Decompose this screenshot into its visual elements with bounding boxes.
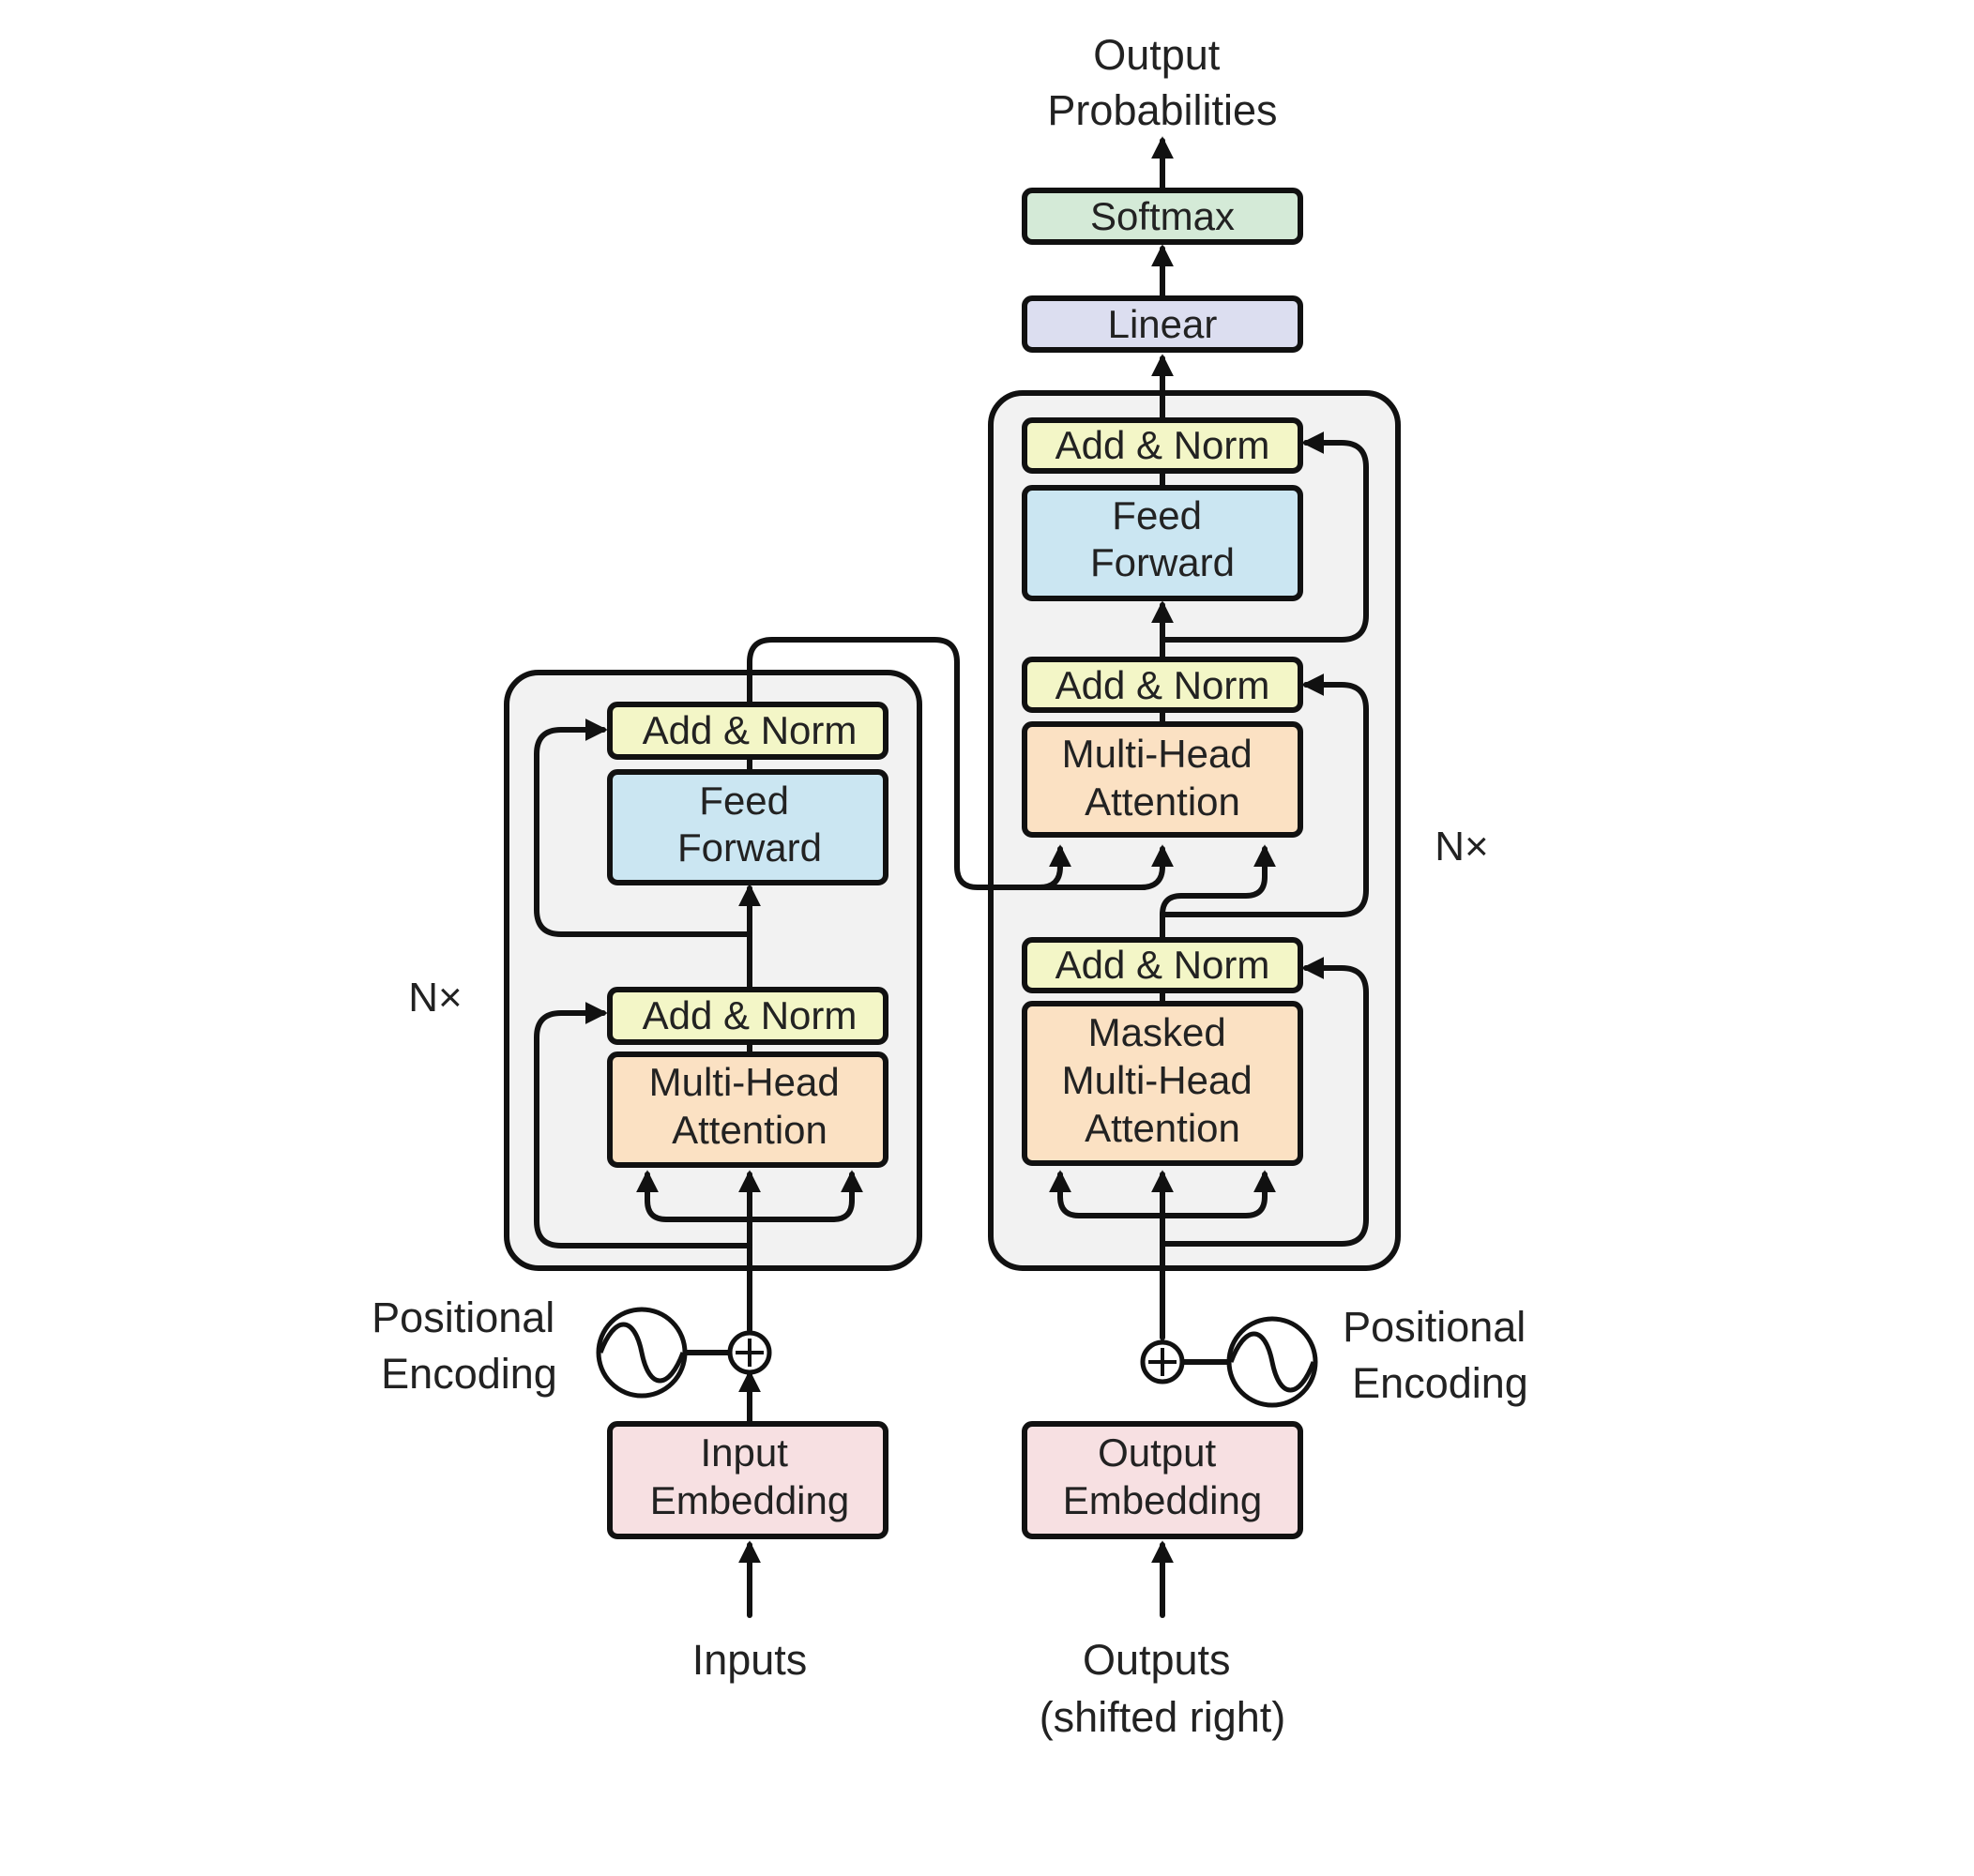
- input-embedding-label: Input Embedding: [650, 1430, 849, 1522]
- decoder-masked-attention-block: [1022, 1001, 1303, 1166]
- encoder-feed-forward-label: Feed Forward: [677, 779, 822, 870]
- positional-encoding-right-label: Positional Encoding: [1343, 1303, 1538, 1407]
- sum-icon-left: [727, 1330, 772, 1375]
- decoder-add-norm-top-block: [1022, 417, 1303, 474]
- outputs-label: Outputs (shifted right): [1040, 1636, 1286, 1741]
- encoder-add-norm-top-label: Add & Norm: [643, 708, 858, 752]
- softmax-block: [1022, 188, 1303, 245]
- softmax-label: Softmax: [1090, 194, 1235, 238]
- encoder-add-norm-bottom-block: [607, 987, 888, 1045]
- decoder-repeat-label: N×: [1435, 824, 1488, 870]
- sine-wave-icon-left: [596, 1307, 688, 1399]
- decoder-attention-block: [1022, 721, 1303, 838]
- inputs-label: Inputs: [692, 1636, 808, 1684]
- decoder-add-norm-mid-label: Add & Norm: [1055, 663, 1270, 707]
- linear-block: [1022, 295, 1303, 353]
- encoder-add-norm-bottom-label: Add & Norm: [643, 993, 858, 1037]
- output-embedding-block: [1022, 1421, 1303, 1539]
- decoder-feed-forward-label: Feed Forward: [1090, 493, 1235, 584]
- encoder-attention-label: Multi-Head Attention: [649, 1060, 851, 1152]
- decoder-add-norm-mid-block: [1022, 657, 1303, 713]
- connections: [534, 136, 1369, 1618]
- output-probabilities-label: Output Probabilities: [1047, 31, 1277, 134]
- decoder-add-norm-bottom-label: Add & Norm: [1055, 943, 1270, 987]
- sum-icon-right: [1140, 1339, 1185, 1384]
- encoder-add-norm-top-block: [607, 702, 888, 760]
- decoder-attention-label: Multi-Head Attention: [1062, 732, 1264, 824]
- input-embedding-block: [607, 1421, 888, 1539]
- encoder-panel: [504, 670, 922, 1271]
- encoder-attention-block: [607, 1051, 888, 1168]
- output-embedding-label: Output Embedding: [1063, 1430, 1262, 1522]
- decoder-add-norm-bottom-block: [1022, 937, 1303, 993]
- linear-label: Linear: [1108, 302, 1218, 346]
- positional-encoding-left-label: Positional Encoding: [372, 1294, 567, 1398]
- sine-wave-icon-right: [1226, 1316, 1318, 1408]
- encoder-feed-forward-block: [607, 769, 888, 885]
- decoder-masked-attention-label: Masked Multi-Head Attention: [1062, 1010, 1264, 1150]
- encoder-repeat-label: N×: [408, 975, 462, 1021]
- decoder-feed-forward-block: [1022, 485, 1303, 601]
- decoder-add-norm-top-label: Add & Norm: [1055, 423, 1270, 467]
